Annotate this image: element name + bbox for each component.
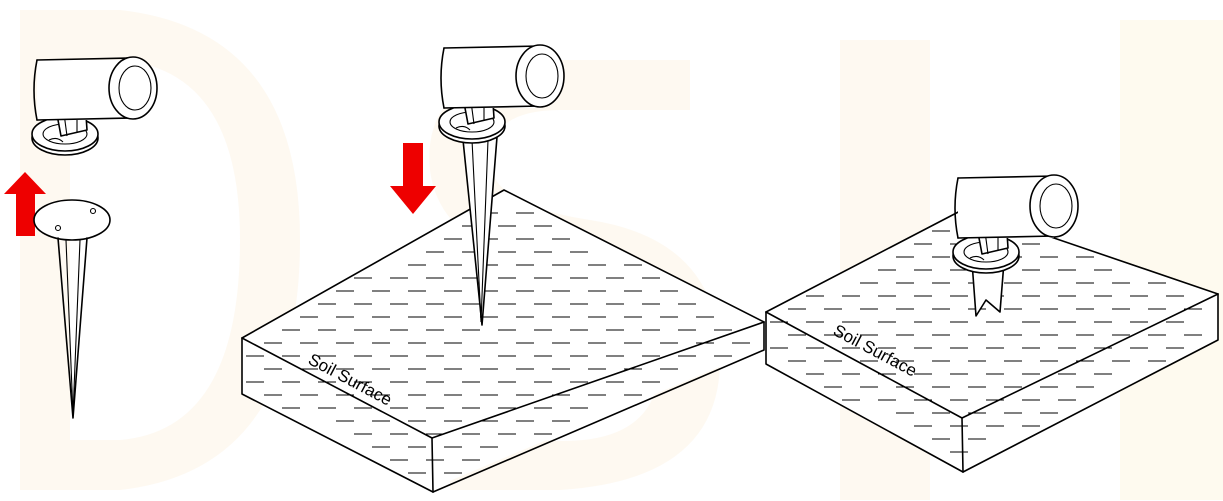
spotlight-icon [438, 44, 565, 144]
panel-insert: Soil Surface [241, 44, 765, 493]
spike-stub [971, 261, 1005, 317]
spike-insert [462, 136, 498, 326]
spotlight-icon [31, 56, 158, 156]
soil-block-icon [765, 207, 1219, 473]
ground-spike-icon [33, 199, 111, 419]
panel-installed: Soil Surface [765, 174, 1219, 473]
panel-disassemble [4, 56, 158, 419]
arrow-down-icon [390, 143, 436, 214]
arrow-up-icon [4, 172, 46, 236]
arrow-up [4, 172, 46, 236]
soil-hatch [770, 230, 1202, 453]
